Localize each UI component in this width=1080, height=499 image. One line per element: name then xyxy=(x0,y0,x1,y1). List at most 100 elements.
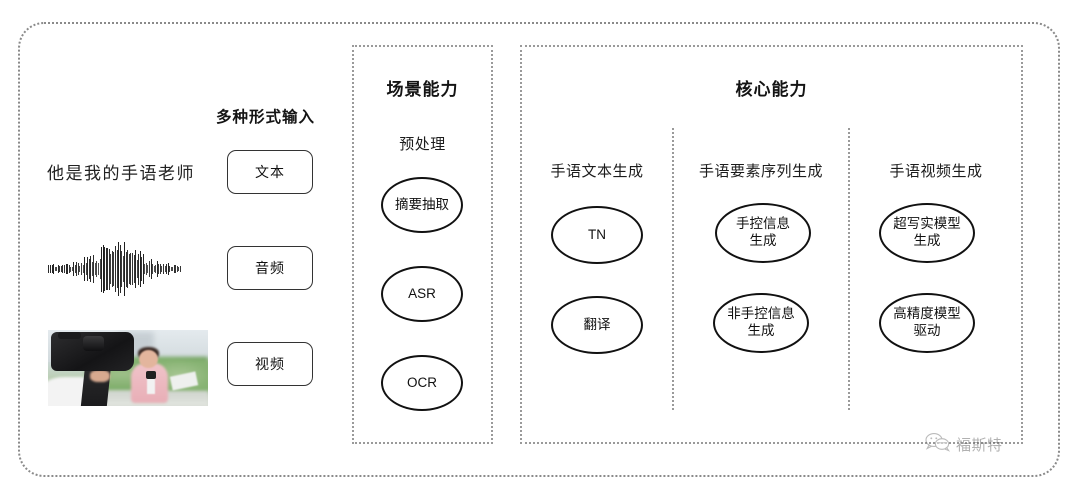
outer-frame xyxy=(18,22,1060,477)
core-column-head-sign-elements: 手语要素序列生成 xyxy=(698,163,823,180)
waveform-bar xyxy=(135,250,137,288)
node-ocr[interactable]: OCR xyxy=(381,355,463,411)
waveform-bar xyxy=(159,263,161,275)
waveform-bar xyxy=(88,258,90,280)
waveform-bar xyxy=(76,262,78,276)
waveform-bar xyxy=(57,264,59,274)
node-non-manual-info-generation[interactable]: 非手控信息 生成 xyxy=(713,293,809,353)
node-high-precision-model-driving[interactable]: 高精度模型 驱动 xyxy=(879,293,975,353)
waveform-bar xyxy=(132,252,134,286)
waveform-bar xyxy=(110,253,112,285)
core-column-head-sign-video: 手语视频生成 xyxy=(889,163,983,180)
node-tn[interactable]: TN xyxy=(551,206,643,264)
scene-capability-panel: 场景能力 xyxy=(352,45,493,444)
waveform-bar xyxy=(67,263,69,275)
waveform-bar xyxy=(173,265,175,273)
waveform-bar xyxy=(93,255,95,283)
waveform-bar xyxy=(54,267,56,271)
waveform-bar xyxy=(111,250,113,288)
watermark: 福斯特 xyxy=(925,432,1003,457)
waveform-bar xyxy=(142,253,144,285)
waveform-bar xyxy=(136,259,138,279)
waveform-bar xyxy=(115,246,116,292)
waveform-bar xyxy=(139,251,141,287)
core-panel-title: 核心能力 xyxy=(735,80,808,99)
thumb-camera-lens xyxy=(82,336,105,352)
input-chip-audio[interactable]: 音频 xyxy=(227,246,313,290)
waveform-bar xyxy=(74,264,76,274)
waveform-bar xyxy=(155,264,157,274)
core-column-sign-text: 手语文本生成 xyxy=(523,160,671,181)
scene-panel-title: 场景能力 xyxy=(386,80,459,99)
waveform-bar xyxy=(170,266,172,272)
waveform-bar xyxy=(162,263,164,275)
waveform-bar xyxy=(176,266,178,272)
waveform-bar xyxy=(164,266,166,272)
waveform-bar xyxy=(97,263,99,275)
waveform-bar xyxy=(150,258,152,280)
scene-column-preprocess: 预处理 xyxy=(352,133,493,154)
node-asr[interactable]: ASR xyxy=(381,266,463,322)
watermark-text: 福斯特 xyxy=(956,437,1003,454)
waveform-bar xyxy=(82,265,84,273)
core-column-head-sign-text: 手语文本生成 xyxy=(550,163,644,180)
waveform-bar xyxy=(169,265,171,273)
waveform-bar xyxy=(153,266,155,272)
waveform-bar xyxy=(63,264,65,274)
wechat-logo-icon xyxy=(925,432,951,457)
waveform-bar xyxy=(128,254,130,284)
waveform-bar xyxy=(80,263,82,275)
waveform-bar xyxy=(156,261,158,277)
waveform-bar xyxy=(77,262,79,276)
waveform-bar xyxy=(48,265,50,273)
waveform-bar xyxy=(127,249,129,289)
core-column-divider-2 xyxy=(848,128,850,410)
waveform-bar xyxy=(96,260,98,278)
node-translation[interactable]: 翻译 xyxy=(551,296,643,354)
waveform-bar xyxy=(144,263,146,275)
waveform-bar xyxy=(68,264,70,274)
waveform-bar xyxy=(133,254,135,284)
waveform-bar xyxy=(149,261,151,277)
thumb-operator-hand xyxy=(89,369,111,382)
waveform-bar xyxy=(121,250,123,288)
waveform-bar xyxy=(167,263,169,275)
waveform-bar xyxy=(113,251,115,287)
thumb-camera-body xyxy=(51,331,135,372)
waveform-bar xyxy=(85,262,87,276)
waveform-bar xyxy=(99,259,101,279)
thumb-microphone-head xyxy=(145,371,157,379)
waveform-bar xyxy=(141,257,143,281)
waveform-bar xyxy=(73,262,75,276)
waveform-bar xyxy=(122,255,124,283)
waveform-bar xyxy=(130,252,132,286)
input-section-label: 多种形式输入 xyxy=(216,109,316,126)
waveform-bar xyxy=(53,264,55,274)
core-column-sign-video: 手语视频生成 xyxy=(851,160,1021,181)
waveform-bar xyxy=(166,263,168,275)
waveform-bar xyxy=(147,264,149,274)
waveform-bar xyxy=(145,262,147,276)
waveform-bar xyxy=(175,265,177,273)
input-chip-video[interactable]: 视频 xyxy=(227,342,313,386)
node-manual-info-generation[interactable]: 手控信息 生成 xyxy=(715,203,811,263)
waveform-bar xyxy=(84,257,86,281)
input-chip-text[interactable]: 文本 xyxy=(227,150,313,194)
thumb-reporter-head xyxy=(139,349,159,368)
core-column-divider-1 xyxy=(672,128,674,410)
waveform-bar xyxy=(105,248,107,290)
sample-input-text: 他是我的手语老师 xyxy=(47,164,195,183)
waveform-bar xyxy=(107,248,109,290)
waveform-bar xyxy=(178,266,180,272)
waveform-bar xyxy=(65,263,67,275)
waveform-bar xyxy=(79,265,81,273)
waveform-bar xyxy=(62,265,64,273)
waveform-bar xyxy=(161,266,163,272)
node-hyperrealistic-model-generation[interactable]: 超写实模型 生成 xyxy=(879,203,975,263)
node-summary-extraction[interactable]: 摘要抽取 xyxy=(381,177,463,233)
waveform-bar xyxy=(125,251,127,287)
thumb-microphone xyxy=(147,374,156,394)
waveform-bar xyxy=(56,266,58,272)
video-thumbnail-image xyxy=(48,330,208,406)
